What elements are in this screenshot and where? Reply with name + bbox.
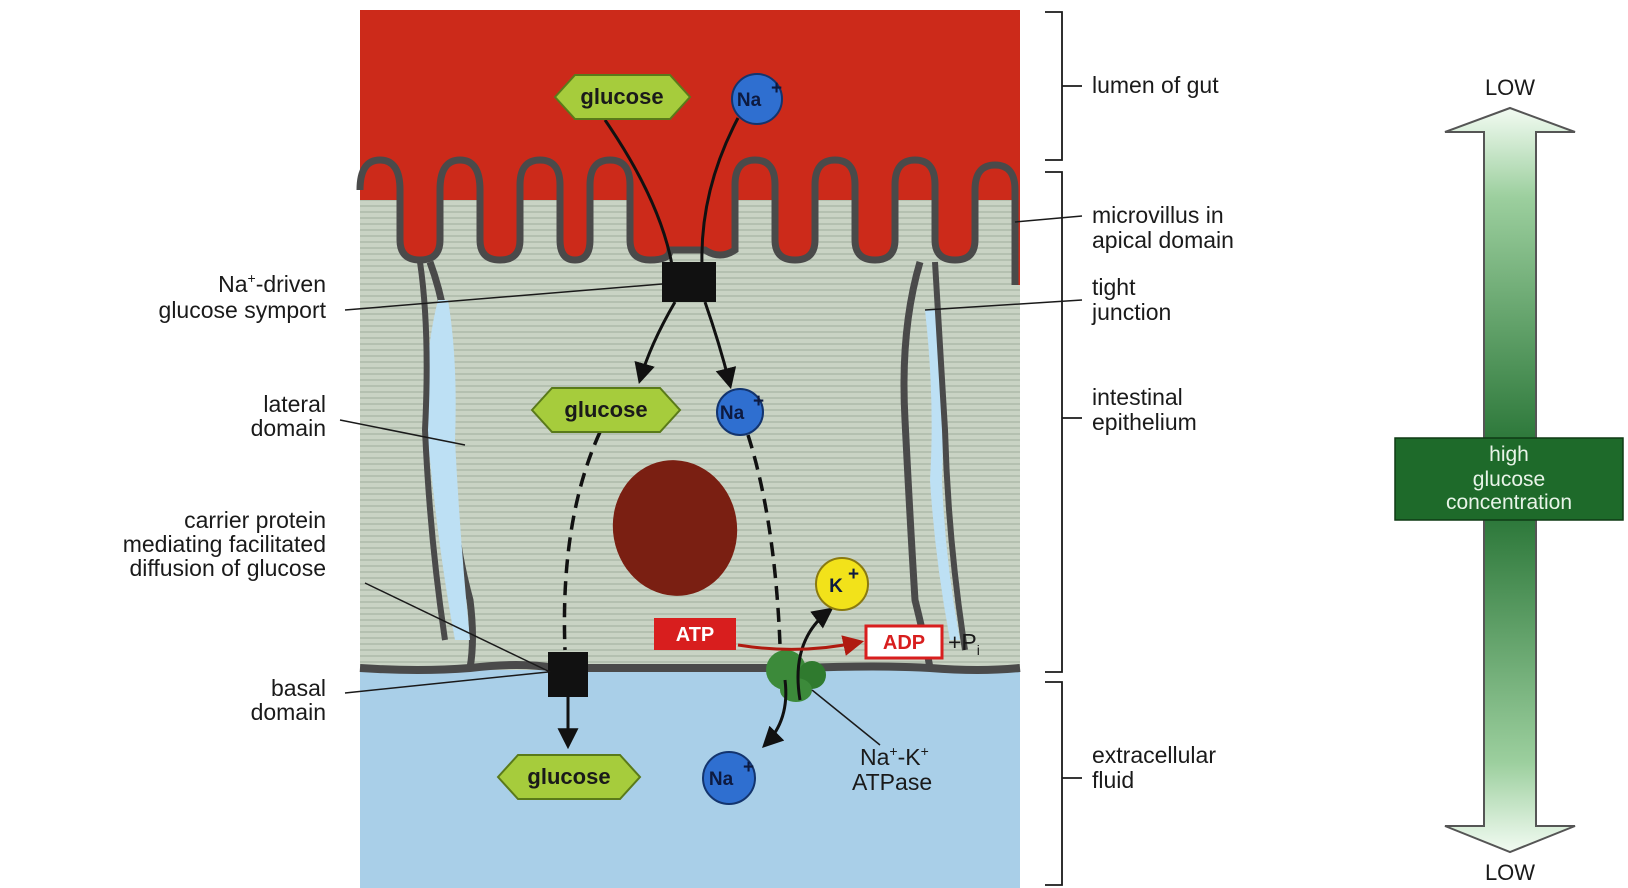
svg-text:+: + <box>753 391 764 412</box>
svg-text:glucose symport: glucose symport <box>159 297 327 323</box>
svg-text:junction: junction <box>1091 299 1171 325</box>
glucose-cytoplasm-label: glucose <box>564 397 647 422</box>
svg-text:mediating facilitated: mediating facilitated <box>123 531 326 557</box>
glucose-cytoplasm: glucose <box>532 388 680 432</box>
svg-text:tight: tight <box>1092 274 1136 300</box>
svg-text:Na: Na <box>737 90 762 111</box>
glucose-lumen-label: glucose <box>580 84 663 109</box>
atpase-label: Na+-K+ ATPase <box>852 743 932 795</box>
svg-text:domain: domain <box>251 415 326 441</box>
svg-text:K: K <box>829 576 843 597</box>
glucose-extracellular-label: glucose <box>527 764 610 789</box>
high-glucose-box: high glucose concentration <box>1395 438 1623 520</box>
svg-text:+: + <box>771 78 782 99</box>
extracellular-label: extracellular fluid <box>1092 742 1216 793</box>
glucose-extracellular: glucose <box>498 755 640 799</box>
lumen-label: lumen of gut <box>1092 72 1219 98</box>
svg-text:lateral: lateral <box>263 391 326 417</box>
atp-box: ATP <box>654 618 736 650</box>
svg-text:intestinal: intestinal <box>1092 384 1183 410</box>
k-ion: K + <box>816 558 868 610</box>
basal-membrane <box>360 665 1020 670</box>
svg-text:Na: Na <box>720 403 745 424</box>
svg-text:fluid: fluid <box>1092 767 1134 793</box>
svg-text:domain: domain <box>251 699 326 725</box>
svg-text:apical domain: apical domain <box>1092 227 1234 253</box>
epithelium-bracket <box>1045 172 1082 672</box>
adp-box: ADP <box>866 626 942 658</box>
svg-text:+: + <box>848 564 859 585</box>
svg-text:ADP: ADP <box>883 632 925 654</box>
tight-junction-label: tight junction <box>1091 274 1171 325</box>
gradient-top-label: LOW <box>1485 75 1535 100</box>
na-glucose-symport <box>662 262 716 302</box>
svg-text:basal: basal <box>271 675 326 701</box>
epithelium-label: intestinal epithelium <box>1092 384 1197 435</box>
pi-label: +Pi <box>948 629 980 658</box>
gradient-bottom-label: LOW <box>1485 860 1535 885</box>
svg-text:carrier protein: carrier protein <box>184 507 326 533</box>
svg-text:glucose: glucose <box>1473 468 1545 491</box>
na-ion-lumen: Na + <box>732 74 782 124</box>
carrier-protein-label: carrier protein mediating facilitated di… <box>123 507 326 581</box>
microvillus-label: microvillus in apical domain <box>1092 202 1234 253</box>
svg-text:Na+-driven: Na+-driven <box>218 270 326 297</box>
basal-domain-label: basal domain <box>251 675 326 725</box>
svg-text:microvillus in: microvillus in <box>1092 202 1224 228</box>
microvillus-leader <box>1015 216 1082 222</box>
svg-text:high: high <box>1489 443 1529 466</box>
svg-text:+: + <box>743 757 754 778</box>
svg-text:epithelium: epithelium <box>1092 409 1197 435</box>
na-ion-cytoplasm: Na + <box>717 389 764 435</box>
svg-text:Na: Na <box>709 769 734 790</box>
extracellular-bracket <box>1045 682 1082 885</box>
svg-text:ATPase: ATPase <box>852 769 932 795</box>
glucose-lumen: glucose <box>555 75 690 119</box>
glucose-carrier-protein <box>548 652 588 697</box>
symport-label: Na+-driven glucose symport <box>159 270 327 323</box>
svg-text:diffusion of glucose: diffusion of glucose <box>130 555 327 581</box>
lateral-domain-label: lateral domain <box>251 391 326 441</box>
svg-text:extracellular: extracellular <box>1092 742 1216 768</box>
na-ion-extracellular: Na + <box>703 752 755 804</box>
lumen-bracket <box>1045 12 1082 160</box>
svg-text:concentration: concentration <box>1446 491 1572 514</box>
svg-text:ATP: ATP <box>676 624 715 646</box>
